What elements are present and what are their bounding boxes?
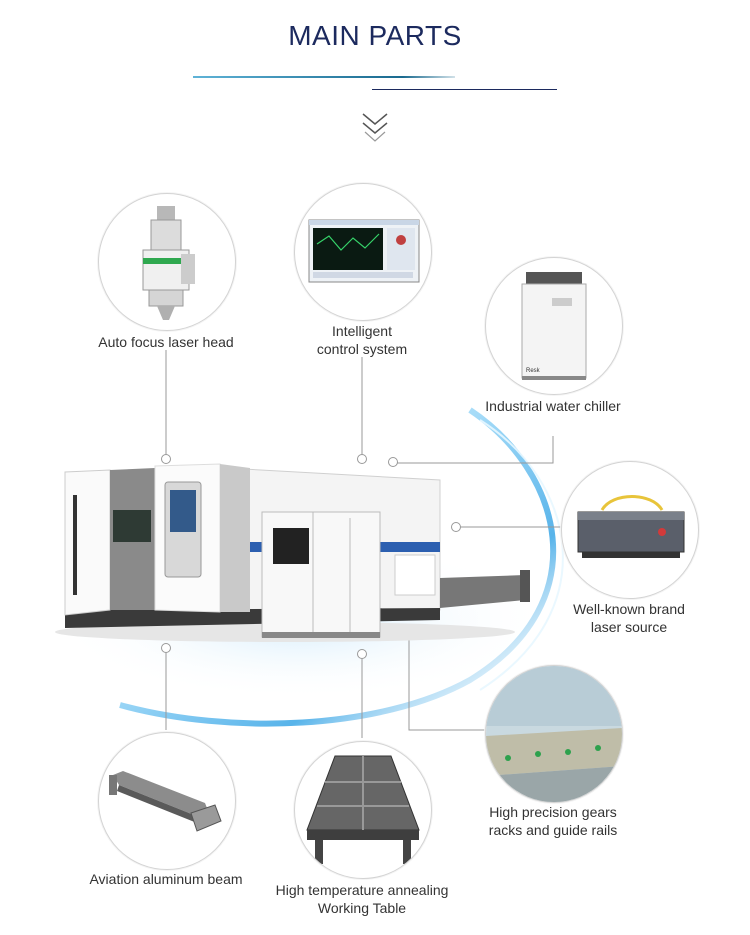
water-chiller-label: Industrial water chiller [485,398,621,414]
laser-head-image [98,193,236,331]
chevron-down-icon [360,110,390,146]
gears-racks-image [485,665,623,803]
working-table-image [294,741,432,879]
gears-racks-label-line1: High precision gears [489,804,617,820]
connector-dot [388,457,398,467]
laser-source-label-line2: laser source [590,619,668,635]
connector-dot [451,522,461,532]
working-table-label: High temperature annealing Working Table [262,881,462,917]
water-chiller-image: Resk [485,257,623,395]
working-table-label-line1: High temperature annealing [275,882,449,898]
svg-text:Resk: Resk [526,368,541,374]
connector-dot [357,454,367,464]
laser-source-label-line1: Well-known brand [573,601,685,617]
title-underline-secondary [372,89,557,90]
aluminum-beam-label: Aviation aluminum beam [89,871,243,887]
laser-cutting-machine [55,460,545,645]
laser-source-image [561,461,699,599]
connector-dot [357,649,367,659]
title-underline [193,76,455,78]
control-system-label-line1: Intelligent [332,323,392,339]
page-title: MAIN PARTS [288,20,462,51]
connector-dot [161,454,171,464]
aluminum-beam-image [98,732,236,870]
connector-dot [161,643,171,653]
gears-racks-label-line2: racks and guide rails [488,822,618,838]
control-system-label-line2: control system [316,341,408,357]
control-system-label: Intelligent control system [282,322,442,358]
laser-source-label: Well-known brand laser source [549,600,709,636]
working-table-label-line2: Working Table [317,900,407,916]
control-system-image [294,183,432,321]
laser-head-label: Auto focus laser head [98,334,234,350]
gears-racks-label: High precision gears racks and guide rai… [468,803,638,839]
